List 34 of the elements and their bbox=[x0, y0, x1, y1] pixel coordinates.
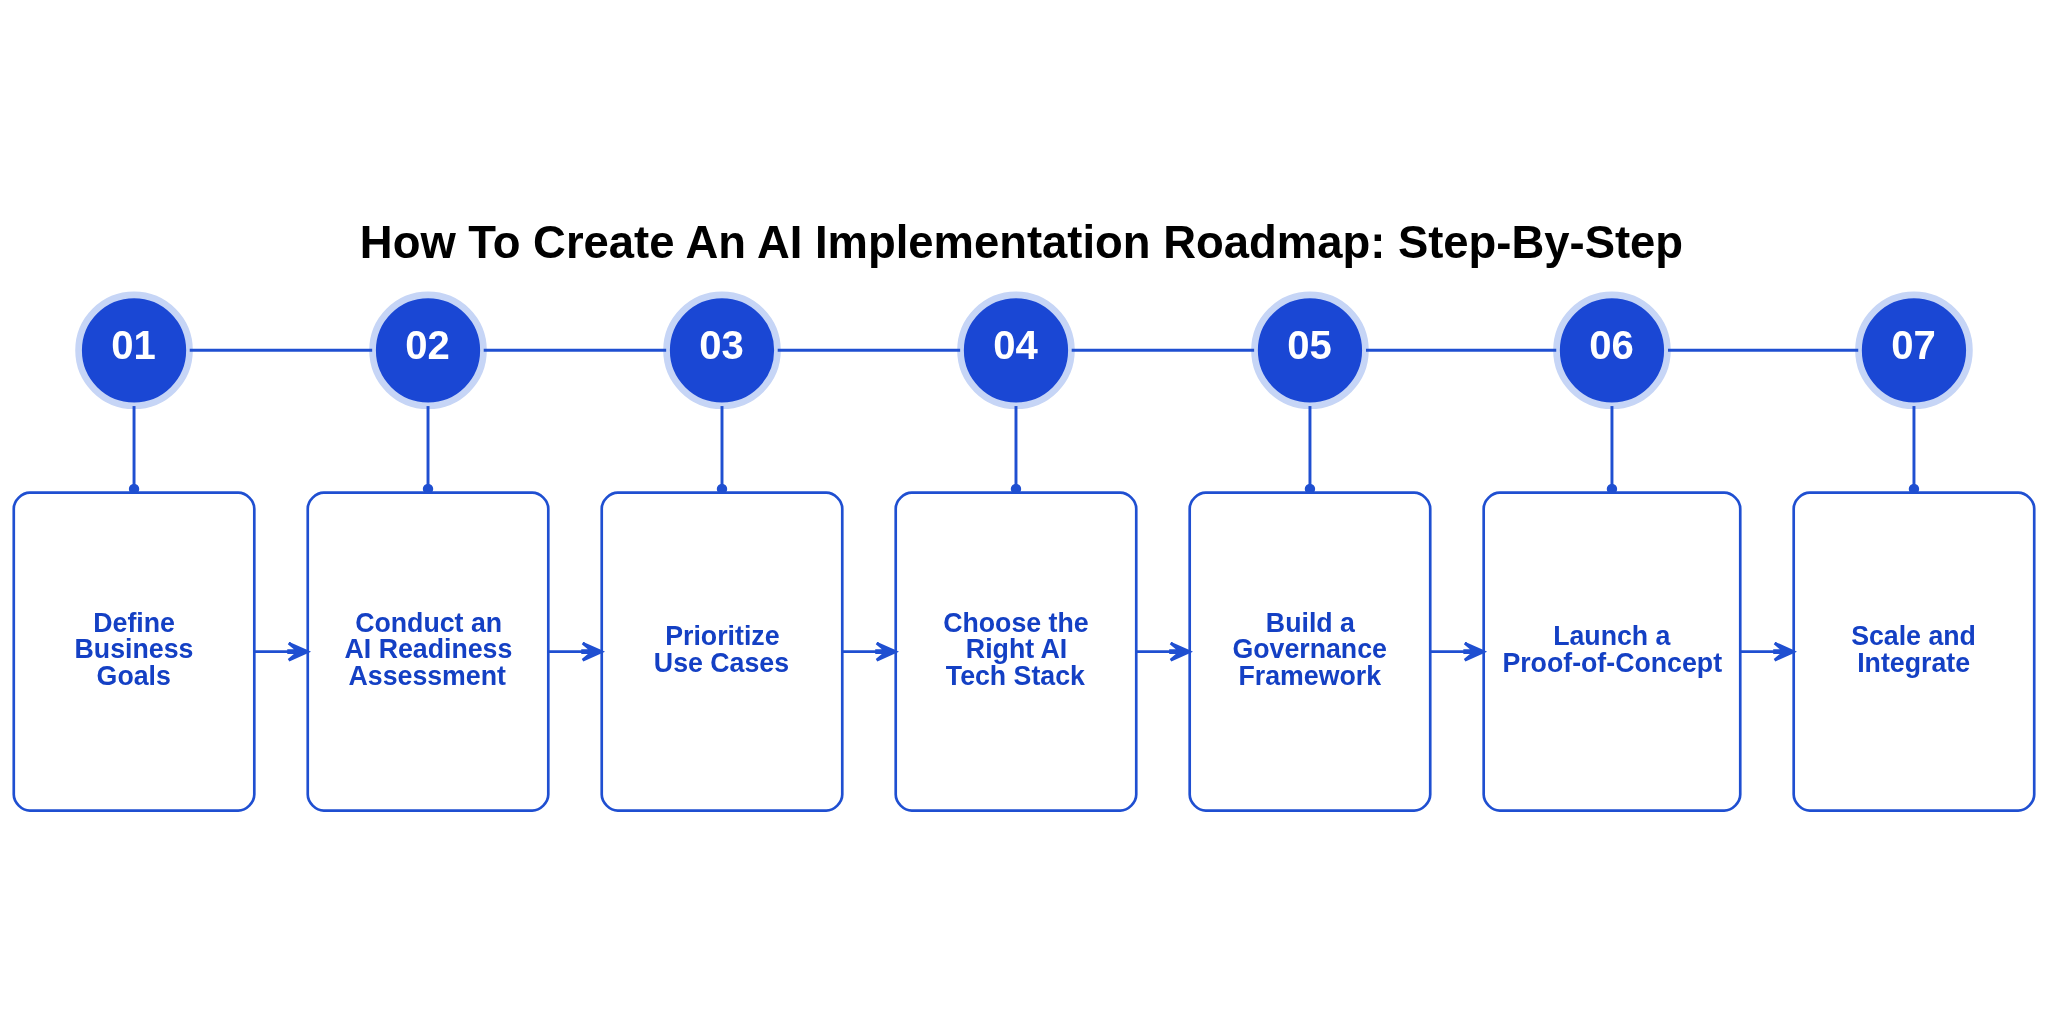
connector bbox=[1010, 406, 1022, 495]
connector bbox=[128, 406, 140, 495]
arrow bbox=[842, 641, 897, 662]
node-circle: 07 bbox=[1855, 291, 1973, 410]
connector bbox=[716, 406, 728, 495]
node-circle: 05 bbox=[1251, 291, 1369, 410]
connector bbox=[483, 348, 667, 352]
connector bbox=[1304, 406, 1316, 495]
arrow bbox=[254, 641, 309, 662]
arrow bbox=[1136, 641, 1191, 662]
connector bbox=[1908, 406, 1920, 495]
node-circle: 04 bbox=[957, 291, 1075, 410]
node-circle: 03 bbox=[663, 291, 781, 410]
connector bbox=[1606, 406, 1618, 495]
node-box: Choose the Right AI Tech Stack bbox=[894, 491, 1138, 812]
connector bbox=[1366, 348, 1557, 352]
node-box: Conduct an AI Readiness Assessment bbox=[306, 491, 550, 812]
node-box: Prioritize Use Cases bbox=[600, 491, 844, 812]
arrow bbox=[1740, 641, 1795, 662]
node-circle: 02 bbox=[369, 291, 487, 410]
node-box: Define Business Goals bbox=[12, 491, 256, 812]
node-box: Build a Governance Framework bbox=[1188, 491, 1432, 812]
connector bbox=[422, 406, 434, 495]
node-box: Launch a Proof-of-Concept bbox=[1482, 491, 1742, 812]
connector bbox=[777, 348, 961, 352]
connector bbox=[1071, 348, 1255, 352]
connector bbox=[189, 348, 373, 352]
arrow bbox=[548, 641, 603, 662]
node-circle: 06 bbox=[1553, 291, 1671, 410]
arrow bbox=[1430, 641, 1485, 662]
diagram-title: How To Create An AI Implementation Roadmap: Step-By-Step bbox=[359, 216, 1684, 268]
node-circle: 01 bbox=[75, 291, 193, 410]
connector bbox=[1668, 348, 1859, 352]
node-box: Scale and Integrate bbox=[1792, 491, 2036, 812]
